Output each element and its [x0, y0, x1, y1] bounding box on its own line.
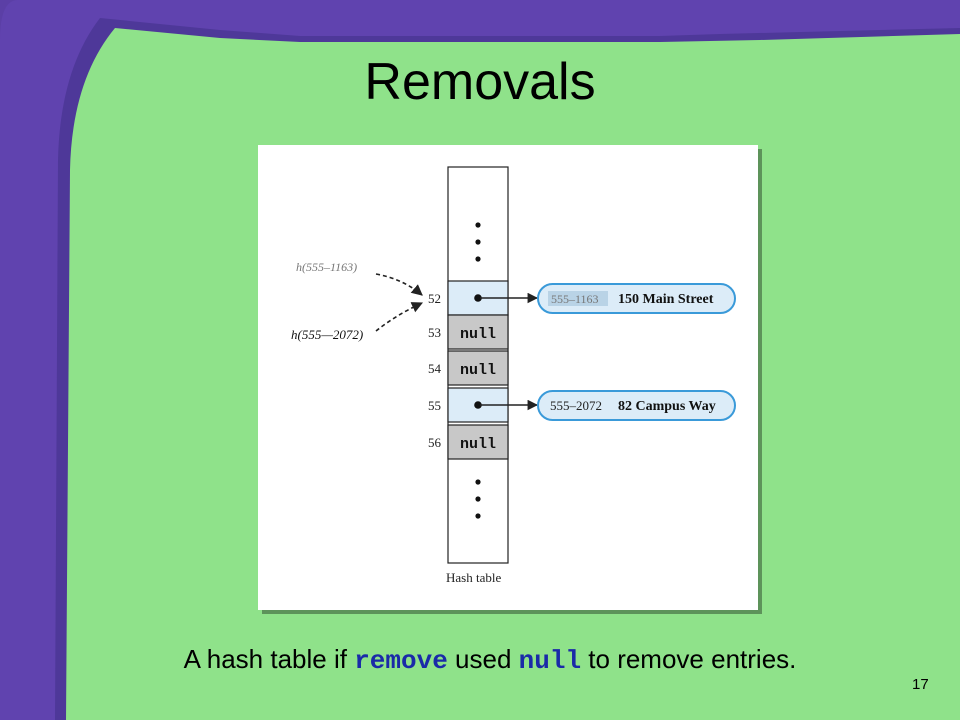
- caption-text-before: A hash table if: [183, 644, 355, 674]
- ellipsis-dot: [475, 239, 481, 245]
- hash-function-label: h(555—2072): [291, 327, 363, 342]
- caption-code-null: null: [518, 646, 582, 676]
- slot-index: 54: [428, 361, 442, 376]
- hash-table-diagram: 52 null 53 null 54 55 null 56: [291, 166, 736, 585]
- slot-54: null 54: [428, 350, 509, 386]
- caption-text-after: to remove entries.: [581, 644, 797, 674]
- figure-card: 52 null 53 null 54 55 null 56: [258, 145, 758, 610]
- entry-key: 555–1163: [551, 292, 599, 306]
- page-number: 17: [912, 676, 929, 693]
- hash-dashed-arrow: [375, 302, 424, 332]
- hash-dashed-arrow: [375, 273, 423, 296]
- caption-code-remove: remove: [354, 646, 448, 676]
- slot-index: 52: [428, 291, 441, 306]
- slot-index: 53: [428, 325, 441, 340]
- slide-caption: A hash table if remove used null to remo…: [0, 644, 960, 676]
- entry-key: 555–2072: [550, 398, 602, 413]
- ellipsis-dot: [475, 496, 481, 502]
- hash-table-label: Hash table: [446, 570, 501, 585]
- null-marker: null: [460, 326, 496, 343]
- entry-value: 82 Campus Way: [618, 399, 716, 414]
- entry-value: 150 Main Street: [618, 292, 714, 307]
- null-marker: null: [460, 436, 496, 453]
- ellipsis-dot: [475, 256, 481, 262]
- pointer-dot: [474, 401, 482, 409]
- null-marker: null: [460, 362, 496, 379]
- hash-function-label: h(555–1163): [296, 260, 357, 274]
- pointer-dot: [474, 294, 482, 302]
- slide-title: Removals: [364, 53, 596, 111]
- ellipsis-dot: [475, 513, 481, 519]
- caption-text-middle: used: [447, 644, 519, 674]
- slot-53: null 53: [428, 314, 509, 350]
- entry-node-2: 555–2072 82 Campus Way: [537, 390, 736, 421]
- ellipsis-dot: [475, 222, 481, 228]
- entry-node-1: 555–1163 150 Main Street: [537, 283, 736, 314]
- slot-index: 56: [428, 435, 442, 450]
- ellipsis-dot: [475, 479, 481, 485]
- slot-56: null 56: [428, 424, 509, 460]
- slot-index: 55: [428, 398, 441, 413]
